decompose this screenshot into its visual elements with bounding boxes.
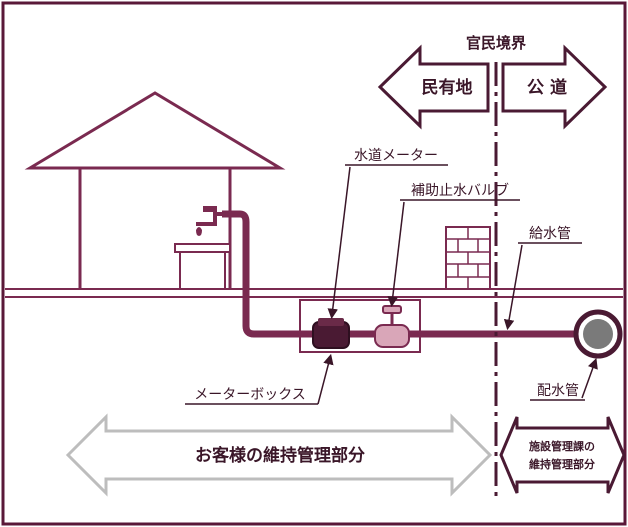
boundary-title: 官民境界	[466, 34, 526, 52]
water-meter-pointer	[327, 166, 351, 320]
meter-box-pointer	[317, 353, 334, 405]
boundary-arrows	[377, 44, 608, 130]
meter-box-label: メーターボックス	[194, 387, 306, 403]
distribution-main-label: 配水管	[537, 383, 579, 399]
aux-valve-icon	[374, 305, 410, 348]
house-roof	[24, 91, 286, 170]
sink-top	[174, 243, 231, 253]
aux-valve-label: 補助止水バルブ	[411, 182, 509, 199]
brick-wall	[445, 226, 491, 290]
water-meter-label: 水道メーター	[354, 148, 438, 164]
supply-pipe	[222, 210, 590, 338]
sink-base	[179, 251, 226, 290]
customer-scope-label: お客様の維持管理部分	[195, 445, 365, 466]
water-meter-icon	[312, 318, 350, 349]
supply-pipe-label: 給水管	[529, 226, 571, 242]
distribution-main-icon	[573, 309, 623, 359]
faucet-handle-icon	[203, 206, 217, 212]
facility-scope-arrow	[499, 416, 626, 494]
meter-box	[299, 299, 421, 353]
public-road-label: 公 道	[527, 77, 567, 98]
faucet-icon	[196, 212, 222, 226]
house	[24, 91, 286, 290]
public-road-arrow	[501, 44, 608, 130]
private-land-label: 民有地	[422, 77, 473, 98]
private-land-arrow	[377, 44, 490, 130]
customer-scope-arrow	[65, 413, 493, 497]
water-drop-icon	[196, 227, 202, 236]
distribution-main-pointer	[581, 358, 598, 399]
aux-valve-pointer	[387, 201, 405, 308]
facility-scope-label-1: 施設管理課の	[529, 439, 595, 453]
facility-scope-label-2: 維持管理部分	[529, 457, 595, 471]
supply-pipe-pointer	[503, 244, 523, 331]
